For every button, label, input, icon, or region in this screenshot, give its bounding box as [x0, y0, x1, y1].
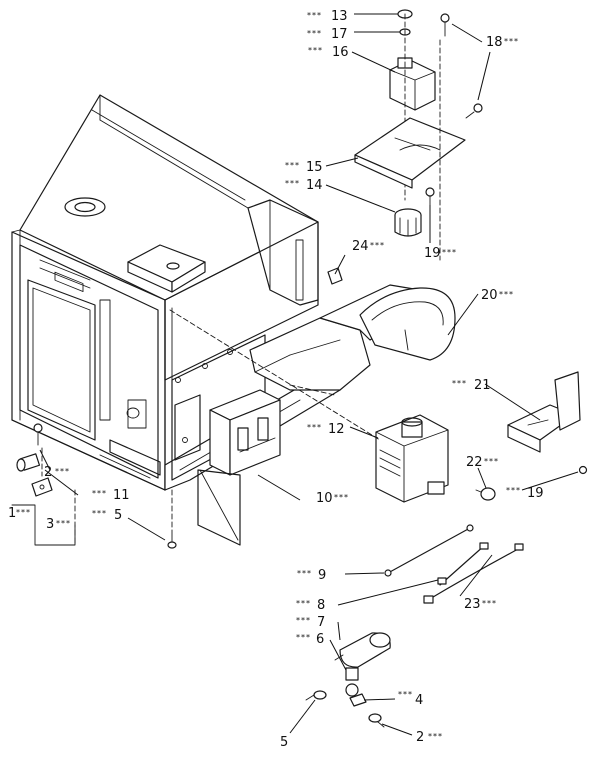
screw-19a-icon — [425, 187, 435, 213]
marker-22: *** — [484, 457, 499, 466]
clip-24-icon — [327, 267, 343, 285]
callout-24: 24 — [352, 239, 369, 254]
bracket-3 — [31, 477, 53, 497]
callout-16: 16 — [332, 45, 349, 60]
callout-20: 20 — [481, 288, 498, 303]
marker-20: *** — [499, 290, 514, 299]
capacitor-7 — [334, 632, 391, 668]
callout-10: 10 — [316, 491, 333, 506]
marker-18: *** — [504, 37, 519, 46]
transformer — [197, 389, 281, 546]
callout-23: 23 — [464, 597, 481, 612]
marker-6: *** — [296, 633, 311, 642]
vent-block — [127, 244, 206, 293]
marker-19a: *** — [442, 248, 457, 257]
marker-13: *** — [307, 11, 322, 20]
fan-motor-assembly — [354, 9, 483, 261]
screw-5a-icon — [167, 529, 177, 549]
marker-15: *** — [285, 161, 300, 170]
callout-1: 1 — [8, 506, 16, 521]
marker-12: *** — [307, 423, 322, 432]
callout-6: 6 — [316, 632, 324, 647]
thermal-cutout-22-icon — [475, 487, 496, 501]
callout-5b: 5 — [280, 735, 288, 750]
marker-3: *** — [56, 519, 71, 528]
marker-4: *** — [398, 690, 413, 699]
callout-9: 9 — [318, 568, 326, 583]
callout-leaders — [39, 13, 579, 736]
callout-12: 12 — [328, 422, 345, 437]
callout-19b: 19 — [527, 486, 544, 501]
callout-19a: 19 — [424, 246, 441, 261]
marker-1: *** — [16, 508, 31, 517]
callout-7: 7 — [317, 615, 325, 630]
callout-17: 17 — [331, 27, 348, 42]
marker-16: *** — [308, 46, 323, 55]
oven-cabinet — [11, 94, 341, 491]
screw-19b-icon — [578, 465, 588, 475]
marker-21: *** — [452, 379, 467, 388]
bracket-21 — [507, 371, 581, 453]
callout-18: 18 — [486, 35, 503, 50]
marker-2a: *** — [55, 467, 70, 476]
screw-2a-icon — [33, 423, 43, 446]
lamp-6 — [345, 667, 359, 697]
marker-7: *** — [296, 616, 311, 625]
wire-harness-8 — [437, 542, 489, 586]
screw-18b-icon — [465, 103, 483, 119]
callout-21: 21 — [474, 378, 491, 393]
marker-14: *** — [285, 179, 300, 188]
marker-23: *** — [482, 599, 497, 608]
callout-3: 3 — [46, 517, 54, 532]
screw-2b-icon — [368, 713, 385, 728]
wire-harness-9 — [384, 524, 474, 577]
socket-4 — [349, 693, 367, 707]
marker-2b: *** — [428, 732, 443, 741]
callout-8: 8 — [317, 598, 325, 613]
marker-10: *** — [334, 493, 349, 502]
callout-2a: 2 — [44, 465, 52, 480]
marker-17: *** — [307, 29, 322, 38]
callout-4: 4 — [415, 693, 423, 708]
callout-13: 13 — [331, 9, 348, 24]
magnetron — [375, 414, 449, 503]
marker-19b: *** — [506, 486, 521, 495]
marker-24: *** — [370, 241, 385, 250]
marker-9: *** — [297, 569, 312, 578]
callout-15: 15 — [306, 160, 323, 175]
callout-5a: 5 — [114, 508, 122, 523]
callout-11: 11 — [113, 488, 130, 503]
waveguide-assembly — [249, 284, 456, 391]
marker-11: *** — [92, 489, 107, 498]
callout-labels: *** 13 *** 17 *** 16 18 *** *** 15 *** 1… — [8, 9, 544, 750]
callout-22: 22 — [466, 455, 483, 470]
screw-5b-icon — [305, 690, 327, 701]
screw-18a-icon — [440, 13, 450, 37]
callout-14: 14 — [306, 178, 323, 193]
lamp-holder-1 — [16, 453, 41, 472]
wire-harness-23 — [423, 543, 524, 604]
marker-8: *** — [296, 599, 311, 608]
callout-2b: 2 — [416, 730, 424, 745]
marker-5a: *** — [92, 509, 107, 518]
